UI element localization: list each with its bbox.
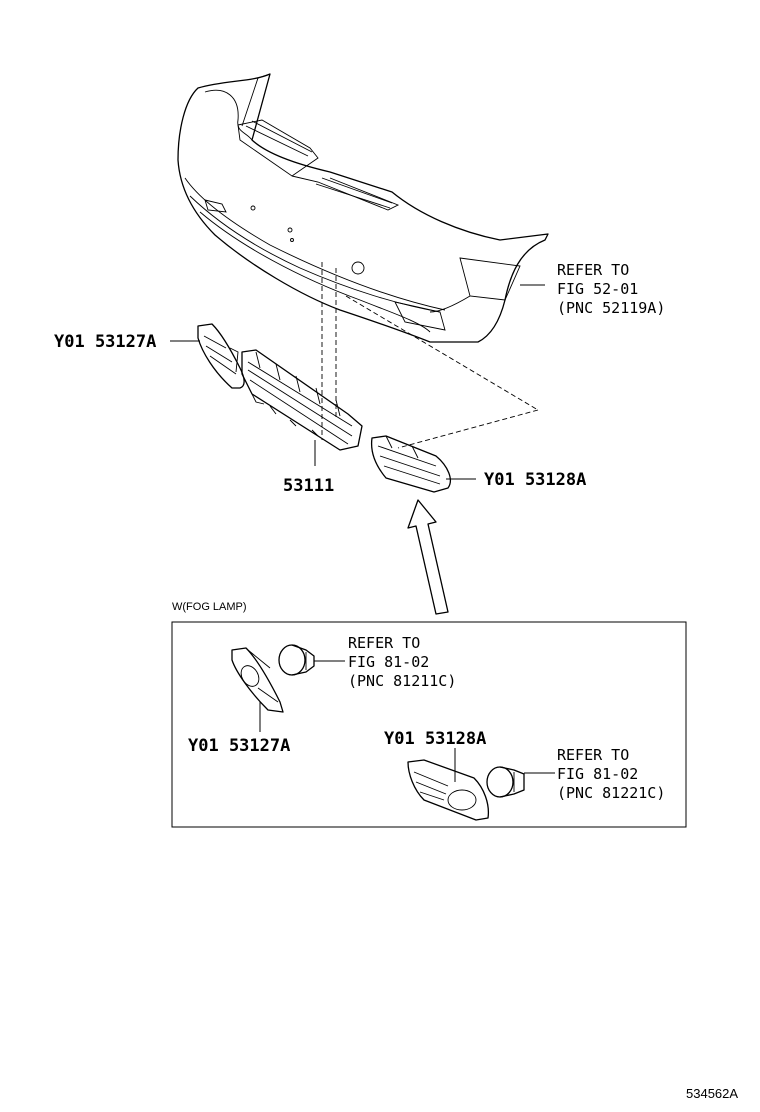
center-grille bbox=[241, 349, 363, 451]
part-number-center-grille: 53111 bbox=[283, 476, 334, 496]
ref-fog-right-line1: REFER TO bbox=[557, 746, 629, 764]
alignment-lines bbox=[321, 262, 539, 449]
ref-bumper-line1: REFER TO bbox=[557, 261, 629, 279]
ref-fog-left-line3: (PNC 81211C) bbox=[348, 672, 456, 690]
right-fog-grille bbox=[407, 759, 490, 821]
left-fog-grille bbox=[231, 647, 284, 713]
diagram-id: 534562A bbox=[686, 1086, 738, 1101]
fog-lamp-inset: W(FOG LAMP) bbox=[171, 601, 687, 828]
left-fog-lamp bbox=[278, 644, 315, 676]
inset-frame bbox=[171, 621, 687, 828]
ref-fog-right: REFER TO FIG 81-02 (PNC 81221C) bbox=[557, 746, 665, 802]
arrow-to-inset bbox=[407, 499, 449, 615]
part-number-right-grille: Y01 53128A bbox=[484, 470, 586, 490]
ref-fog-right-line3: (PNC 81221C) bbox=[557, 784, 665, 802]
ref-fog-right-line2: FIG 81-02 bbox=[557, 765, 638, 783]
ref-fog-left-line2: FIG 81-02 bbox=[348, 653, 429, 671]
right-side-grille bbox=[370, 435, 451, 493]
ref-fog-left-line1: REFER TO bbox=[348, 634, 420, 652]
part-number-right-fog-grille: Y01 53128A bbox=[384, 729, 486, 749]
front-bumper-cover bbox=[177, 73, 549, 343]
ref-bumper: REFER TO FIG 52-01 (PNC 52119A) bbox=[557, 261, 665, 317]
leader-lines bbox=[170, 284, 545, 480]
left-side-grille bbox=[197, 323, 245, 389]
ref-fog-left: REFER TO FIG 81-02 (PNC 81211C) bbox=[348, 634, 456, 690]
part-number-left-grille: Y01 53127A bbox=[54, 332, 156, 352]
ref-bumper-line3: (PNC 52119A) bbox=[557, 299, 665, 317]
inset-title: W(FOG LAMP) bbox=[172, 601, 247, 613]
right-fog-lamp bbox=[486, 766, 525, 798]
ref-bumper-line2: FIG 52-01 bbox=[557, 280, 638, 298]
part-number-left-fog-grille: Y01 53127A bbox=[188, 736, 290, 756]
